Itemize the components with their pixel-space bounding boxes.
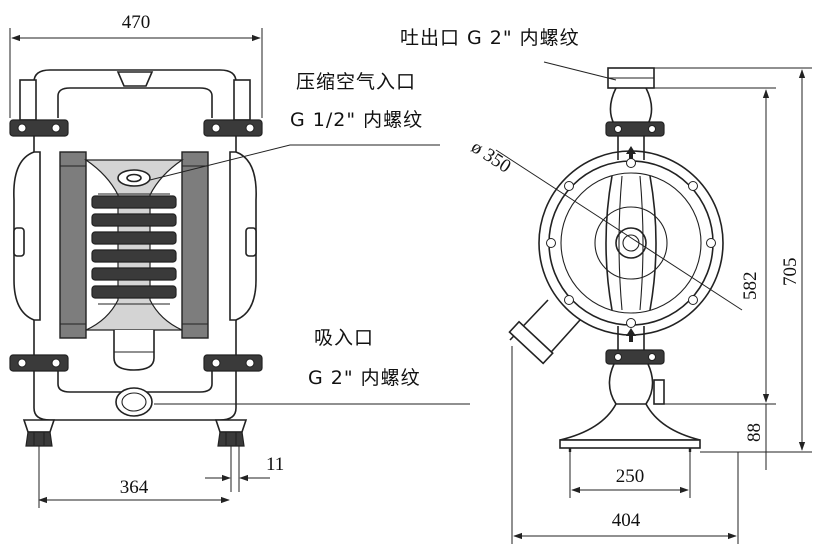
lower-right-clamp (203, 354, 263, 372)
outlet-label: 吐出口 G 2" 内螺纹 (400, 27, 580, 49)
base-stand (559, 403, 701, 452)
diameter-value: ø 350 (467, 137, 514, 178)
outlet-callout: 吐出口 G 2" 内螺纹 (400, 27, 617, 81)
dimension-depth-404: 404 (511, 346, 739, 544)
center-section (84, 159, 184, 331)
dimension-value: 364 (120, 477, 149, 498)
diaphragm-housing-side (538, 150, 724, 336)
suction-port (115, 387, 153, 417)
right-diaphragm-housing (181, 151, 209, 339)
dimension-outlet-height-582: 582 (654, 87, 776, 405)
left-foot (22, 419, 56, 468)
suction-thread-label: G 2" 内螺纹 (308, 367, 421, 389)
air-inlet-label: 压缩空气入口 (296, 71, 416, 93)
arrow-up-icon (626, 328, 636, 342)
dimension-value: 404 (612, 510, 641, 531)
dimension-value: 582 (740, 272, 761, 301)
arrow-up-icon (626, 146, 636, 160)
air-inlet-callout: 压缩空气入口 G 1/2" 内螺纹 (149, 71, 440, 181)
side-view (508, 67, 724, 452)
suction-callout: 吸入口 G 2" 内螺纹 (154, 327, 470, 405)
left-diaphragm-housing (59, 151, 87, 339)
dimension-total-height-705: 705 (654, 67, 812, 453)
inlet-elbow (508, 299, 581, 365)
right-foot (214, 419, 248, 492)
dimension-value: 250 (616, 466, 645, 487)
dimension-base-width-250: 250 (569, 452, 691, 498)
dimension-value: 11 (266, 454, 284, 475)
dimension-value: 705 (780, 258, 801, 287)
diameter-callout: ø 350 (467, 137, 743, 311)
lower-side-clamp (605, 349, 665, 365)
dimension-width-470: 470 (9, 12, 263, 118)
dimension-foot-width-11: 11 (205, 454, 284, 482)
dimension-value: 470 (122, 12, 151, 33)
air-inlet-thread-label: G 1/2" 内螺纹 (290, 109, 423, 131)
top-manifold (19, 69, 251, 124)
front-view (9, 69, 263, 492)
outlet-port (607, 67, 655, 125)
suction-label: 吸入口 (314, 327, 374, 349)
lower-left-clamp (9, 354, 69, 372)
upper-side-clamp (605, 121, 665, 137)
dimension-value: 88 (744, 423, 765, 442)
upper-right-clamp (203, 119, 263, 137)
dimension-inlet-height-88: 88 (744, 404, 767, 470)
bottom-manifold (33, 371, 237, 421)
dimension-foot-span-364: 364 (38, 468, 230, 508)
upper-left-clamp (9, 119, 69, 137)
